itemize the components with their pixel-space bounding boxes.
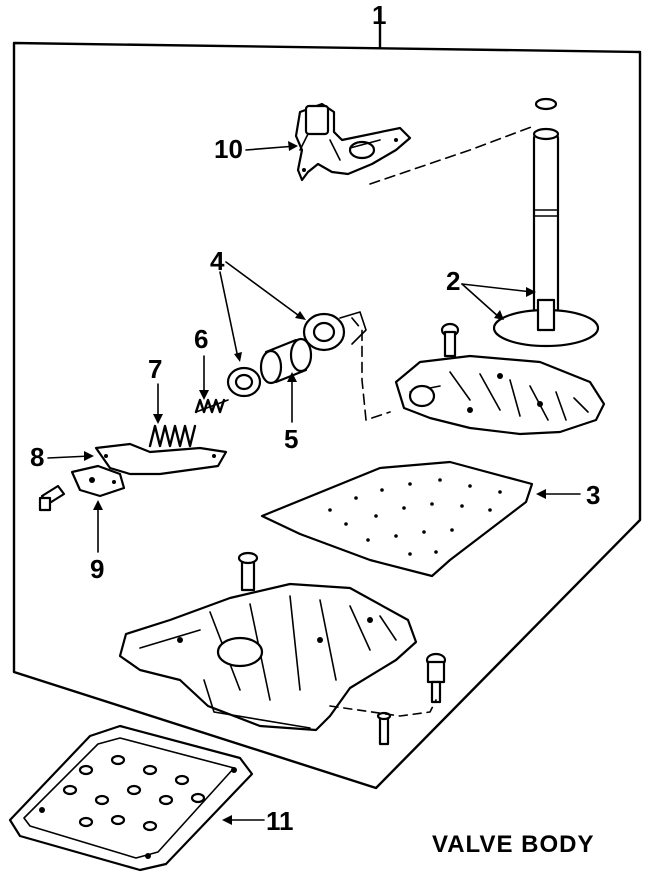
callout-7: 7 bbox=[148, 354, 162, 384]
callout-3: 3 bbox=[586, 480, 600, 510]
callout-10: 10 bbox=[214, 134, 243, 164]
leader-8 bbox=[47, 451, 94, 461]
lower-valve-body bbox=[118, 551, 418, 732]
part-3-spacer-plate bbox=[260, 460, 534, 578]
callout-1: 1 bbox=[372, 0, 386, 30]
callout-4: 4 bbox=[210, 246, 225, 276]
part-9-plate bbox=[70, 464, 126, 498]
callout-8: 8 bbox=[30, 442, 44, 472]
leader-11 bbox=[222, 815, 265, 825]
leader-4 bbox=[219, 261, 306, 362]
pan-dimples bbox=[62, 754, 206, 832]
callout-6: 6 bbox=[194, 324, 208, 354]
bolt-lower bbox=[376, 711, 392, 746]
part-10-solenoid bbox=[294, 102, 412, 182]
callout-2: 2 bbox=[446, 266, 460, 296]
bolt-small-left bbox=[38, 484, 66, 512]
part-2-filter-shaft bbox=[492, 97, 600, 348]
leader-7 bbox=[153, 383, 163, 424]
leader-6 bbox=[199, 355, 209, 400]
leader-10 bbox=[245, 141, 298, 151]
part-4-seals bbox=[226, 311, 367, 398]
part-11-oil-pan bbox=[8, 724, 254, 872]
assembly-outline bbox=[12, 20, 642, 790]
upper-valve-body bbox=[394, 322, 606, 436]
leader-3 bbox=[536, 489, 581, 499]
diagram-title: VALVE BODY bbox=[432, 831, 594, 858]
leader-9 bbox=[93, 500, 103, 553]
callout-9: 9 bbox=[90, 554, 104, 584]
part-6-spring-small bbox=[194, 398, 229, 414]
callout-11: 11 bbox=[266, 806, 294, 836]
part-5-sleeve bbox=[259, 337, 313, 385]
pressure-switch-right bbox=[425, 652, 447, 704]
part-8-detent-lever bbox=[94, 442, 228, 476]
callout-5: 5 bbox=[284, 424, 298, 454]
part-7-spring-large bbox=[148, 424, 197, 448]
spacer-plate-holes bbox=[328, 478, 502, 556]
leader-2 bbox=[461, 283, 536, 320]
leader-5 bbox=[287, 372, 297, 423]
